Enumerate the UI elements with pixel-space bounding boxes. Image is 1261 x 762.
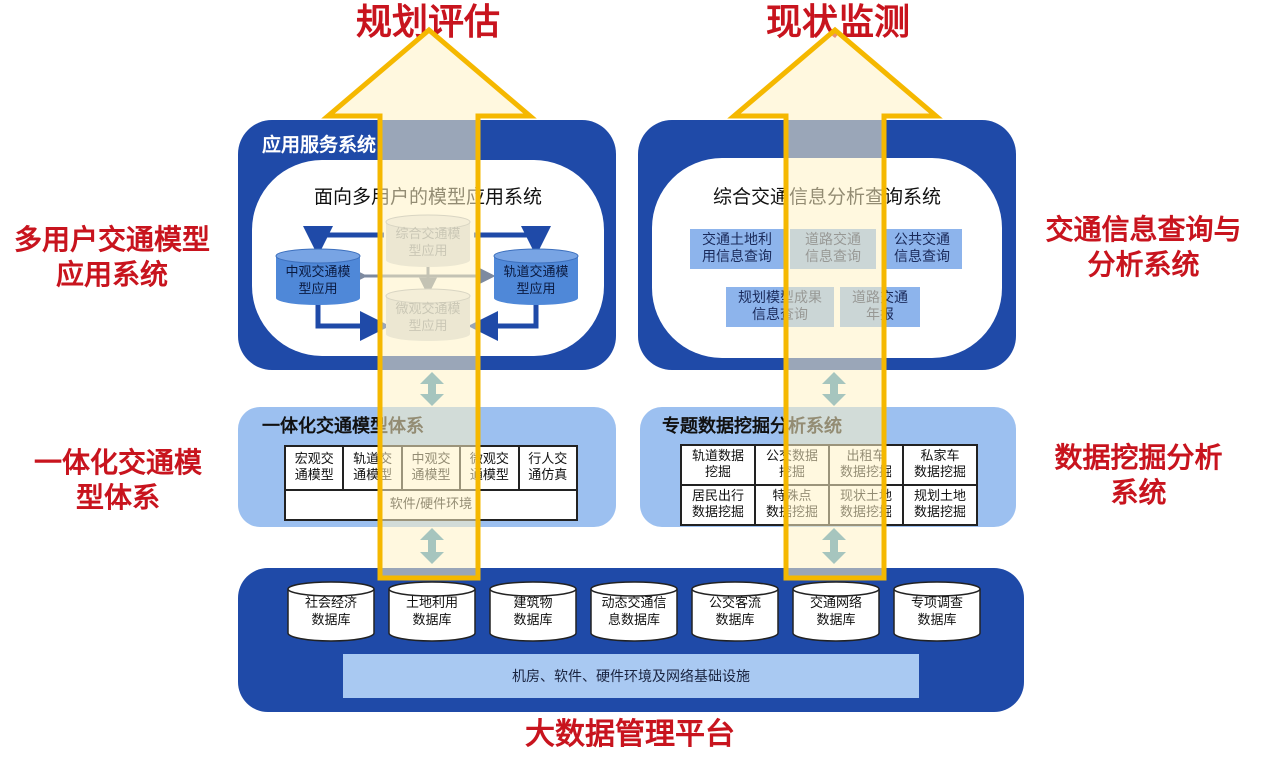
- software-hardware-env-cell: 软件/硬件环境: [285, 490, 577, 520]
- special-survey-database: 专项调查 数据库: [892, 580, 982, 642]
- rail-data-mining-cell: 轨道数据 挖掘: [681, 445, 755, 485]
- land-use-database: 土地利用 数据库: [387, 580, 477, 642]
- big-data-platform-title: 大数据管理平台: [525, 717, 735, 752]
- database-icon: [489, 581, 577, 642]
- resident-trip-data-mining-cell: 居民出行 数据挖掘: [681, 485, 755, 525]
- current-land-data-mining-cell: 现状土地 数据挖掘: [829, 485, 903, 525]
- database-icon: [590, 581, 678, 642]
- special-point-data-mining-cell: 特殊点 数据挖掘: [755, 485, 829, 525]
- bus-passenger-flow-database: 公交客流 数据库: [690, 580, 780, 642]
- database-icon: [792, 581, 880, 642]
- database-icon: [287, 581, 375, 642]
- data-mining-title: 专题数据挖掘分析系统: [662, 416, 842, 437]
- infrastructure-bar: 机房、软件、硬件环境及网络基础设施: [343, 654, 919, 698]
- database-icon: [388, 581, 476, 642]
- pedestrian-simulation-cell: 行人交 通仿真: [518, 446, 577, 490]
- database-icon: [893, 581, 981, 642]
- integrated-model-system-label: 一体化交通模 型体系: [33, 446, 202, 514]
- multi-user-model-app-label: 多用户交通模型 应用系统: [13, 223, 210, 291]
- planned-land-data-mining-cell: 规划土地 数据挖掘: [903, 485, 977, 525]
- bus-data-mining-cell: 公交数据 挖掘: [755, 445, 829, 485]
- micro-model-cell: 微观交 通模型: [460, 446, 519, 490]
- socio-economic-database: 社会经济 数据库: [286, 580, 376, 642]
- dynamic-traffic-info-database: 动态交通信 息数据库: [589, 580, 679, 642]
- meso-model-cell: 中观交 通模型: [401, 446, 461, 490]
- data-mining-grid: 轨道数据 挖掘 公交数据 挖掘 出租车 数据挖掘 私家车 数据挖掘 居民出行 数…: [680, 444, 978, 526]
- building-database: 建筑物 数据库: [488, 580, 578, 642]
- taxi-data-mining-cell: 出租车 数据挖掘: [829, 445, 903, 485]
- traffic-network-database: 交通网络 数据库: [791, 580, 881, 642]
- integrated-model-grid: 宏观交 通模型 轨道交 通模型 中观交 通模型 微观交 通模型 行人交 通仿真 …: [284, 445, 578, 521]
- private-car-data-mining-cell: 私家车 数据挖掘: [903, 445, 977, 485]
- data-mining-analysis-label: 数据挖掘分析 系统: [1054, 441, 1223, 509]
- info-query-analysis-label: 交通信息查询与 分析系统: [1045, 213, 1242, 281]
- macro-model-cell: 宏观交 通模型: [285, 446, 344, 490]
- database-icon: [691, 581, 779, 642]
- rail-model-cell: 轨道交 通模型: [343, 446, 402, 490]
- integrated-model-title: 一体化交通模型体系: [262, 416, 424, 437]
